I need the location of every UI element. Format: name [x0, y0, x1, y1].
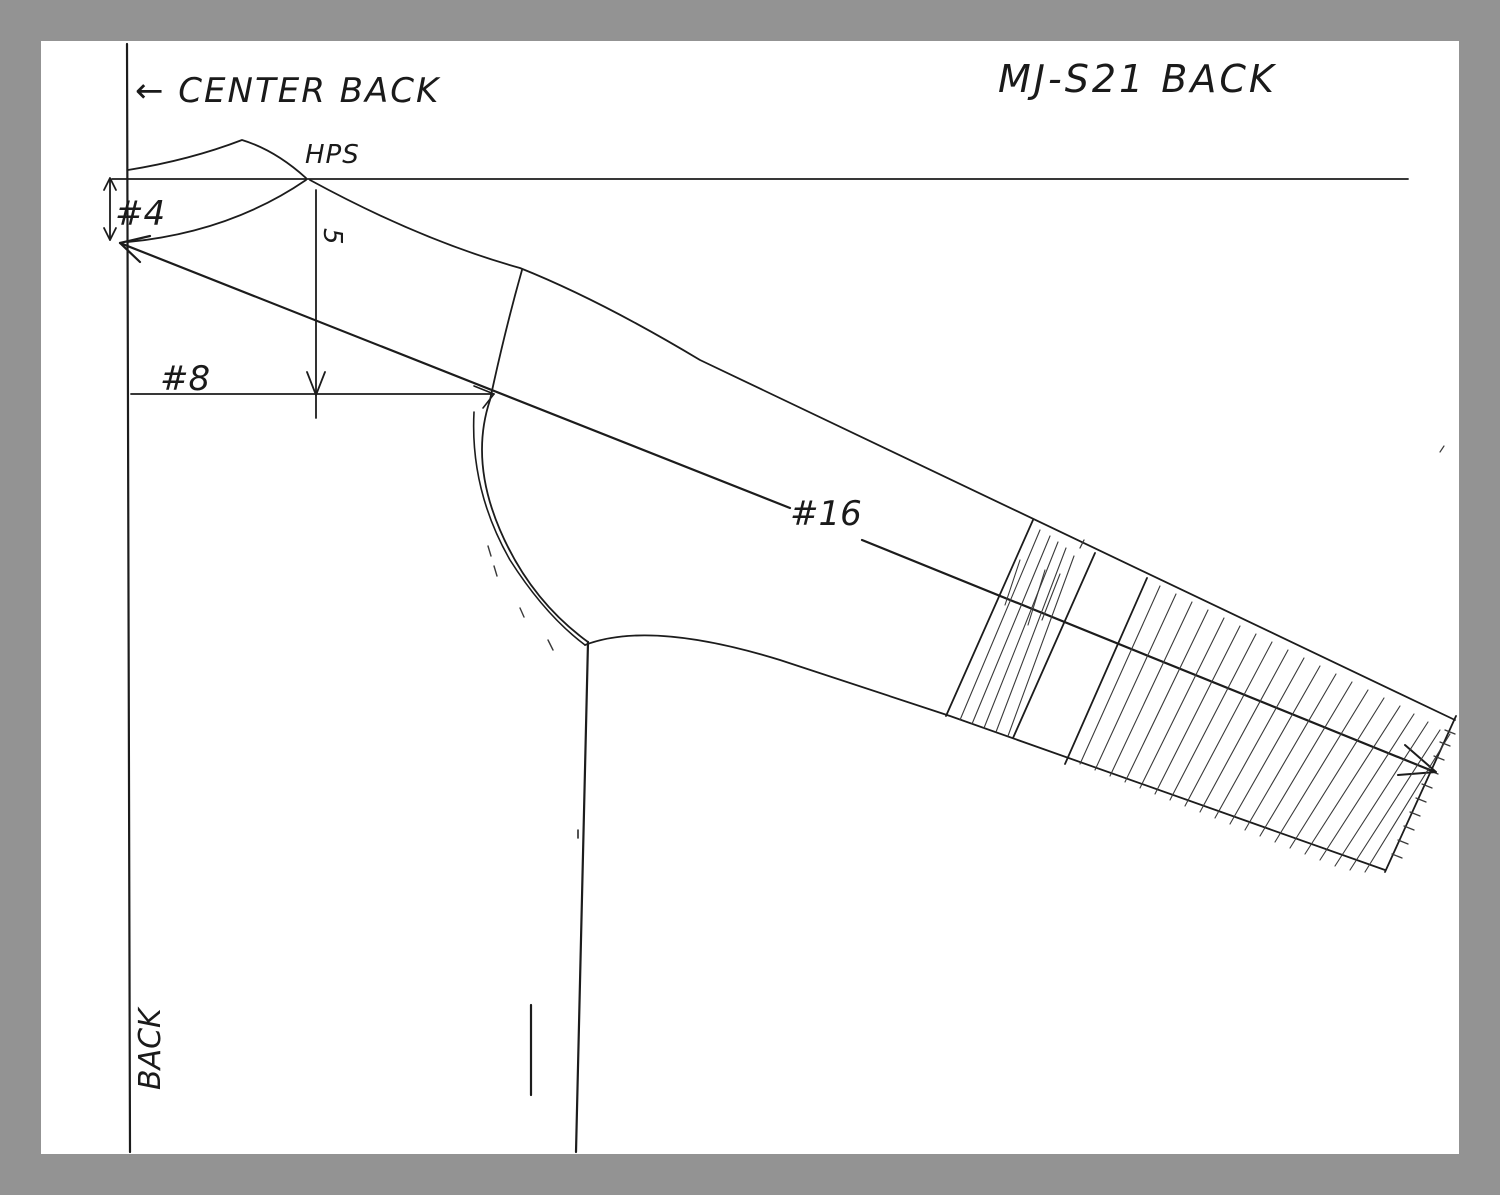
armhole-seam-curve: [481, 269, 589, 643]
sleeve-hem-edge: [1384, 715, 1457, 873]
sleeve-length-arrow-end: [1397, 744, 1437, 776]
cuff-hatching-right: [1079, 585, 1451, 873]
center-back-label: ← CENTER BACK: [135, 71, 441, 111]
corner-small-mark: [1439, 445, 1445, 453]
shoulder-drop-label: 5: [317, 228, 347, 245]
sleeve-underarm-line: [584, 634, 1386, 871]
hps-label: HPS: [305, 140, 360, 170]
sleeve-hem-ticks: [1391, 729, 1456, 859]
sleeve-length-line-a: [118, 241, 792, 510]
cuff-small-mark: [1079, 539, 1085, 549]
armhole-arrow-mark: [473, 385, 495, 409]
cuff-band-lines: [945, 519, 1148, 765]
sleeve-length-arrow-start: [118, 234, 152, 264]
center-back-line: [125, 42, 132, 1154]
neckline-upper-curve: [127, 139, 307, 179]
armhole-hash-marks: [487, 545, 554, 651]
shoulder-sleeve-top-line: [309, 179, 1456, 721]
sleeve-length-line-b: [860, 538, 1437, 774]
neckline-lower-curve: [127, 179, 307, 243]
sleeve-length-label: #16: [790, 494, 862, 534]
pattern-title: MJ-S21 BACK: [998, 57, 1277, 101]
neck-depth-arrow-heads: [103, 177, 117, 241]
side-seam-line: [574, 640, 590, 1154]
pattern-sheet: [41, 41, 1459, 1154]
shoulder-drop-arrow-head: [306, 371, 326, 396]
across-back-label: #8: [160, 359, 210, 399]
neck-depth-label: #4: [115, 194, 165, 234]
back-label: BACK: [133, 1006, 168, 1090]
armhole-seam-second-curve: [472, 411, 586, 646]
cuff-hatching-left: [959, 529, 1075, 737]
